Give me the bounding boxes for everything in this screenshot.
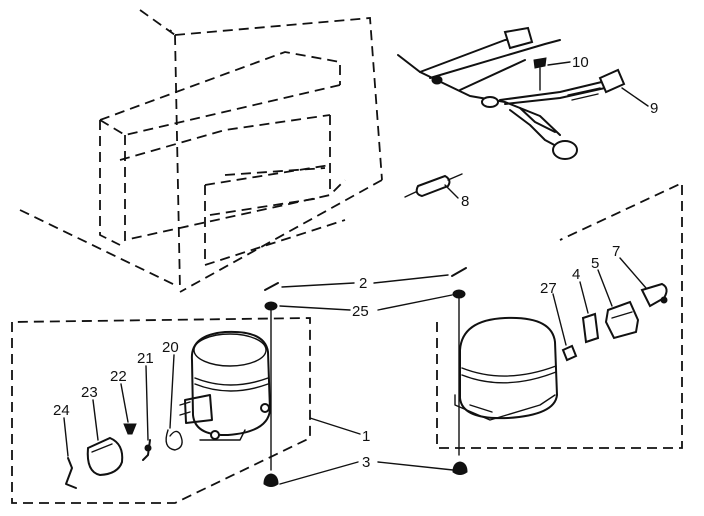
label-1: 1 bbox=[362, 428, 370, 445]
part-24-wire bbox=[65, 457, 77, 489]
label-9: 9 bbox=[650, 100, 658, 117]
label-3: 3 bbox=[362, 454, 370, 471]
part-10-screw bbox=[533, 57, 547, 69]
label-22: 22 bbox=[110, 368, 127, 385]
label-27: 27 bbox=[540, 280, 557, 297]
harness-plug-top bbox=[503, 26, 534, 50]
label-21: 21 bbox=[137, 350, 154, 367]
label-2: 2 bbox=[359, 275, 367, 292]
clip-left bbox=[264, 282, 279, 291]
right-small-parts bbox=[561, 282, 668, 362]
label-4: 4 bbox=[572, 266, 580, 283]
label-20: 20 bbox=[162, 339, 179, 356]
grommet-left bbox=[263, 473, 279, 487]
harness-connector-bottom bbox=[552, 140, 578, 160]
mounting-hardware bbox=[263, 267, 468, 487]
part-8-dryer bbox=[404, 173, 463, 198]
part-23-cover bbox=[86, 436, 124, 477]
washer-right bbox=[452, 289, 466, 299]
label-10: 10 bbox=[572, 54, 589, 71]
label-7: 7 bbox=[612, 243, 620, 260]
left-compressor bbox=[179, 330, 272, 441]
part-4-relay bbox=[581, 312, 600, 344]
washer-left bbox=[264, 301, 278, 311]
part-5-overload bbox=[604, 300, 640, 340]
clip-right bbox=[451, 267, 467, 277]
left-small-parts bbox=[65, 423, 183, 489]
right-compressor bbox=[454, 316, 559, 421]
part-20-clip bbox=[165, 429, 183, 451]
wiring-harness bbox=[397, 26, 626, 160]
right-assembly-box bbox=[436, 181, 683, 449]
left-assembly-box bbox=[11, 317, 311, 504]
harness-plug-right bbox=[598, 68, 626, 94]
label-23: 23 bbox=[81, 384, 98, 401]
label-24: 24 bbox=[53, 402, 70, 419]
grommet-right bbox=[452, 461, 468, 475]
cabinet-outline bbox=[19, 9, 383, 293]
part-22 bbox=[123, 423, 137, 435]
part-27 bbox=[561, 344, 578, 362]
label-8: 8 bbox=[461, 193, 469, 210]
label-5: 5 bbox=[591, 255, 599, 272]
label-25: 25 bbox=[352, 303, 369, 320]
leader-lines bbox=[63, 61, 649, 485]
part-labels: 2 25 1 3 10 9 8 27 4 5 7 20 21 22 23 24 bbox=[53, 54, 658, 471]
